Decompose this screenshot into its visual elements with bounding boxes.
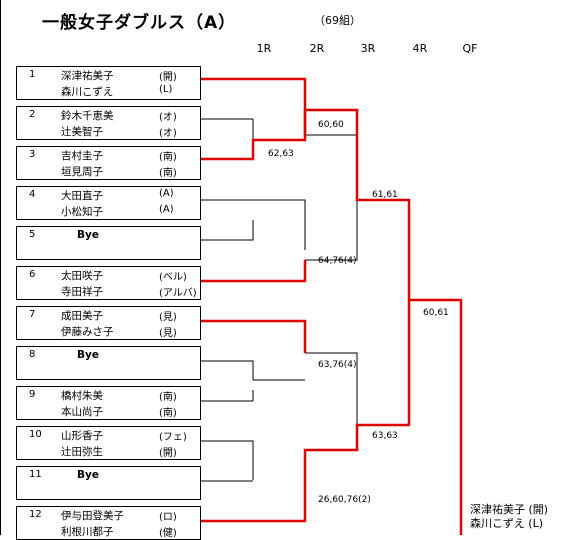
player-affiliation: (開) — [159, 448, 177, 459]
player-affiliation: (見) — [159, 312, 177, 323]
match-score: 64,76(4) — [318, 256, 357, 266]
seed-number: 4 — [29, 189, 36, 200]
entry-count: （69組） — [314, 14, 361, 27]
entry-box-8: 8 Bye — [16, 346, 201, 380]
seed-number: 7 — [29, 309, 36, 320]
player-name: 辻美智子 — [61, 126, 103, 138]
round-label-2r: 2R — [309, 42, 325, 55]
player-name: 本山尚子 — [61, 406, 103, 418]
bye-label: Bye — [77, 469, 99, 481]
winner-path — [201, 319, 307, 353]
player-affiliation: (南) — [159, 152, 177, 163]
left-border — [0, 0, 1, 535]
player-name: 小松知子 — [61, 206, 103, 218]
round-label-3r: 3R — [360, 42, 376, 55]
player-name: 深津祐美子 — [61, 70, 114, 82]
player-name: 寺田祥子 — [61, 286, 103, 298]
player-name: 利根川都子 — [61, 526, 114, 538]
match-score: 63,76(4) — [318, 360, 357, 370]
entry-box-9: 9 橋村朱美 (南) 本山尚子 (南) — [16, 386, 201, 420]
bracket-line — [201, 360, 254, 380]
player-affiliation: (南) — [159, 392, 177, 403]
match-score: 26,60,76(2) — [318, 495, 371, 505]
winner-path — [201, 260, 307, 283]
winner-line-1: 深津祐美子 (開) — [470, 503, 549, 516]
seed-number: 12 — [29, 509, 42, 520]
player-name: 鈴木千恵美 — [61, 110, 114, 122]
seed-number: 10 — [29, 429, 42, 440]
page-title: 一般女子ダブルス（A） — [42, 13, 237, 33]
winner-path — [305, 108, 411, 300]
player-affiliation: (オ) — [159, 112, 177, 123]
entry-box-7: 7 成田美子 (見) 伊藤みさ子 (見) — [16, 306, 201, 340]
player-affiliation: (A) — [159, 204, 174, 215]
seed-number: 6 — [29, 269, 36, 280]
seed-number: 5 — [29, 229, 36, 240]
seed-number: 8 — [29, 349, 36, 360]
seed-number: 3 — [29, 149, 36, 160]
player-affiliation: (開) — [159, 72, 177, 83]
player-affiliation: (見) — [159, 328, 177, 339]
entry-box-4: 4 大田直子 (A) 小松知子 (A) — [16, 186, 201, 220]
player-affiliation: (A) — [159, 188, 174, 199]
player-affiliation: (フェ) — [159, 432, 187, 443]
match-score: 60,60 — [318, 120, 344, 130]
round-label-1r: 1R — [256, 42, 272, 55]
player-affiliation: (健) — [159, 528, 177, 539]
match-score: 63,63 — [372, 431, 398, 441]
player-affiliation: (南) — [159, 408, 177, 419]
bracket-line — [201, 199, 306, 250]
player-name: 山形香子 — [61, 430, 103, 442]
player-affiliation: (オ) — [159, 128, 177, 139]
player-name: 橋村朱美 — [61, 390, 103, 402]
player-name: 垣見周子 — [61, 166, 103, 178]
entry-box-3: 3 吉村圭子 (南) 垣見周子 (南) — [16, 146, 201, 180]
player-affiliation: (L) — [159, 84, 173, 95]
entry-box-2: 2 鈴木千恵美 (オ) 辻美智子 (オ) — [16, 106, 201, 140]
player-affiliation: (アルバ) — [159, 288, 197, 299]
player-name: 伊藤みさ子 — [61, 326, 114, 338]
player-affiliation: (南) — [159, 168, 177, 179]
round-label-4r: 4R — [412, 42, 428, 55]
player-name: 伊与田登美子 — [61, 510, 124, 522]
seed-number: 9 — [29, 389, 36, 400]
player-affiliation: (ロ) — [159, 512, 177, 523]
player-name: 大田直子 — [61, 190, 103, 202]
winner-path — [201, 298, 463, 535]
entry-box-11: 11 Bye — [16, 466, 201, 500]
player-name: 吉村圭子 — [61, 150, 103, 162]
player-name: 辻田弥生 — [61, 446, 103, 458]
round-label-qf: QF — [462, 42, 478, 55]
seed-number: 2 — [29, 109, 36, 120]
entry-box-6: 6 太田咲子 (ベル) 寺田祥子 (アルバ) — [16, 266, 201, 300]
bracket-line — [201, 220, 254, 241]
bracket-line — [201, 390, 254, 402]
seed-number: 1 — [29, 69, 36, 80]
bracket-line — [201, 118, 254, 160]
entry-box-1: 1 深津祐美子 (開) 森川こずえ (L) — [16, 66, 201, 100]
player-affiliation: (ベル) — [159, 272, 187, 283]
player-name: 成田美子 — [61, 310, 103, 322]
winner-path — [201, 77, 307, 110]
bracket-line — [201, 440, 254, 480]
entry-box-10: 10 山形香子 (フェ) 辻田弥生 (開) — [16, 426, 201, 460]
entry-box-5: 5 Bye — [16, 226, 201, 260]
bracket-line — [305, 134, 358, 261]
seed-number: 11 — [29, 469, 42, 480]
player-name: 森川こずえ — [61, 86, 114, 98]
bye-label: Bye — [77, 349, 99, 361]
winner-line-2: 森川こずえ (L) — [470, 517, 543, 530]
player-name: 太田咲子 — [61, 270, 103, 282]
match-score: 60,61 — [423, 308, 449, 318]
bye-label: Bye — [77, 229, 99, 241]
match-score: 62,63 — [268, 149, 294, 159]
bracket-line — [409, 299, 462, 535]
match-score: 61,61 — [372, 190, 398, 200]
